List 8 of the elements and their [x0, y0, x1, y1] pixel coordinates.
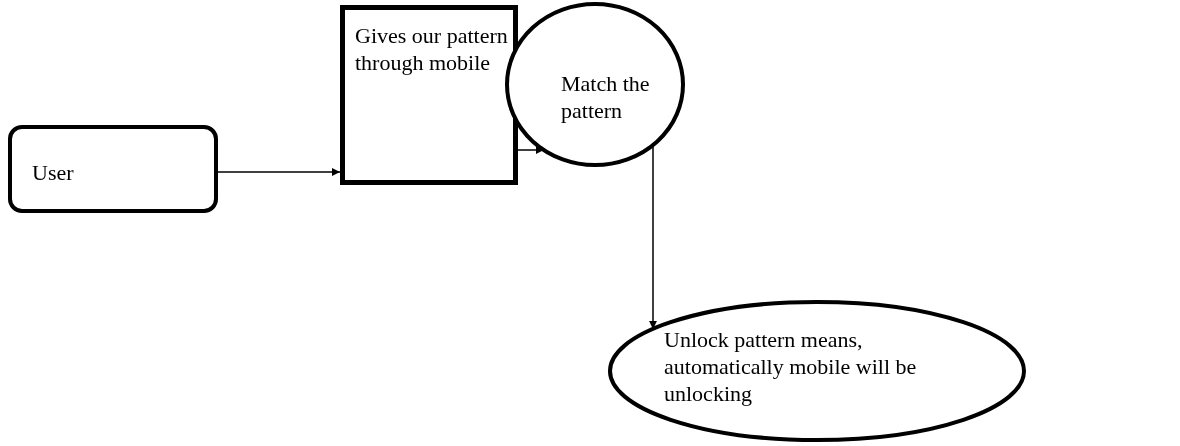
node-text: User [32, 159, 75, 186]
node-text: Unlock pattern means, automatically mobile will be unlocking [664, 326, 918, 407]
process-box [340, 5, 518, 185]
node-text: Match the pattern [561, 70, 651, 124]
node-text: Gives our pattern through mobile [355, 22, 509, 76]
process-ellipse [608, 300, 1026, 442]
arrow [217, 168, 341, 176]
actor-box [8, 125, 218, 213]
